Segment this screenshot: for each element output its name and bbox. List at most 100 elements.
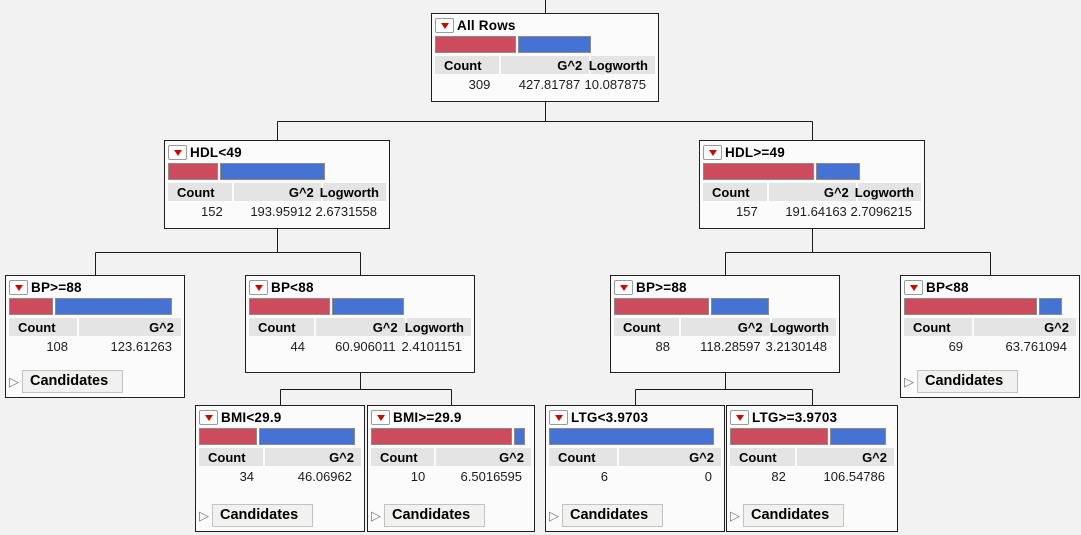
response-bar-red [703,163,815,180]
value-count: 108 [46,338,69,354]
response-bar-track [249,298,405,315]
response-bar-track [371,428,525,445]
value-g2: 193.95912 [250,203,312,219]
column-header-count: Count [371,448,435,466]
node-title: HDL<49 [190,145,242,160]
response-bar-blue [258,428,355,445]
red-triangle-menu-icon[interactable] [199,410,218,425]
response-bar-blue [816,163,860,180]
value-logworth: 10.087875 [584,76,646,92]
value-g2: 106.54786 [823,468,885,484]
red-triangle-menu-icon[interactable] [730,410,749,425]
value-g2: 0 [704,468,712,484]
response-bar-track [703,163,860,180]
candidates-button[interactable]: Candidates [917,370,1019,393]
response-bar-track [730,428,886,445]
column-header-g2: G^2 [79,318,181,336]
response-bar-row [730,427,894,446]
disclosure-triangle-icon[interactable]: ▷ [904,374,914,389]
red-triangle-menu-icon[interactable] [371,410,390,425]
value-logworth: 2.4101151 [401,338,463,354]
column-header-g2: G^2 [768,183,856,201]
candidates-button[interactable]: Candidates [562,504,664,527]
node-title-row: LTG>=3.9703 [730,408,894,427]
column-header-logworth: Logworth [770,318,836,336]
candidates-button[interactable]: Candidates [743,504,845,527]
red-triangle-menu-icon[interactable] [904,280,923,295]
column-header-g2: G^2 [315,318,405,336]
red-triangle-menu-icon[interactable] [614,280,633,295]
column-header-logworth: Logworth [589,56,655,74]
column-header-count: Count [614,318,679,336]
node-title-row: BP<88 [904,278,1076,297]
value-count: 34 [239,468,255,484]
red-triangle-glyph [254,284,263,291]
disclosure-triangle-icon[interactable]: ▷ [371,508,381,523]
response-bar-track [904,298,1063,315]
red-triangle-menu-icon[interactable] [168,145,187,160]
response-bar-red [730,428,829,445]
response-bar-red [199,428,257,445]
candidates-button[interactable]: Candidates [384,504,486,527]
red-triangle-menu-icon[interactable] [9,280,28,295]
value-g2: 191.64163 [785,203,847,219]
response-bar-red [9,298,54,315]
candidates-button[interactable]: Candidates [212,504,314,527]
node-title-row: BMI<29.9 [199,408,361,427]
disclosure-triangle-icon[interactable]: ▷ [549,508,559,523]
red-triangle-glyph [440,22,449,29]
disclosure-triangle-icon[interactable]: ▷ [199,508,209,523]
response-bar-blue [514,428,525,445]
disclosure-triangle-icon[interactable]: ▷ [730,508,740,523]
response-bar-row [199,427,361,446]
response-bar-red [614,298,709,315]
column-header-logworth: Logworth [405,318,471,336]
column-header-count: Count [199,448,264,466]
response-bar-blue [331,298,405,315]
column-header-g2: G^2 [501,56,590,74]
value-g2: 46.06962 [297,468,352,484]
column-header-count: Count [249,318,314,336]
candidates-row: ▷Candidates [9,370,181,393]
red-triangle-glyph [619,284,628,291]
value-count: 157 [736,203,758,219]
node-title: LTG>=3.9703 [752,410,838,425]
response-bar-track [549,428,715,445]
value-g2: 427.81787 [518,76,581,92]
red-triangle-menu-icon[interactable] [249,280,268,295]
value-g2: 60.906011 [335,338,396,354]
column-header-g2: G^2 [265,448,361,466]
node-title-row: BP>=88 [9,278,181,297]
candidates-row: ▷Candidates [371,504,531,527]
column-header-logworth: Logworth [320,183,386,201]
value-count: 309 [468,76,491,92]
red-triangle-menu-icon[interactable] [703,145,722,160]
red-triangle-menu-icon[interactable] [435,18,454,33]
candidates-button[interactable]: Candidates [22,370,124,393]
response-bar-track [435,36,592,53]
node-title-row: HDL>=49 [703,143,921,162]
disclosure-triangle-icon[interactable]: ▷ [9,374,19,389]
node-title-row: All Rows [435,16,655,35]
candidates-row: ▷Candidates [904,370,1076,393]
value-g2: 6.5016595 [460,468,522,484]
red-triangle-menu-icon[interactable] [549,410,568,425]
response-bar-row [435,35,655,54]
column-header-g2: G^2 [680,318,770,336]
candidates-row: ▷Candidates [199,504,361,527]
response-bar-blue [710,298,770,315]
